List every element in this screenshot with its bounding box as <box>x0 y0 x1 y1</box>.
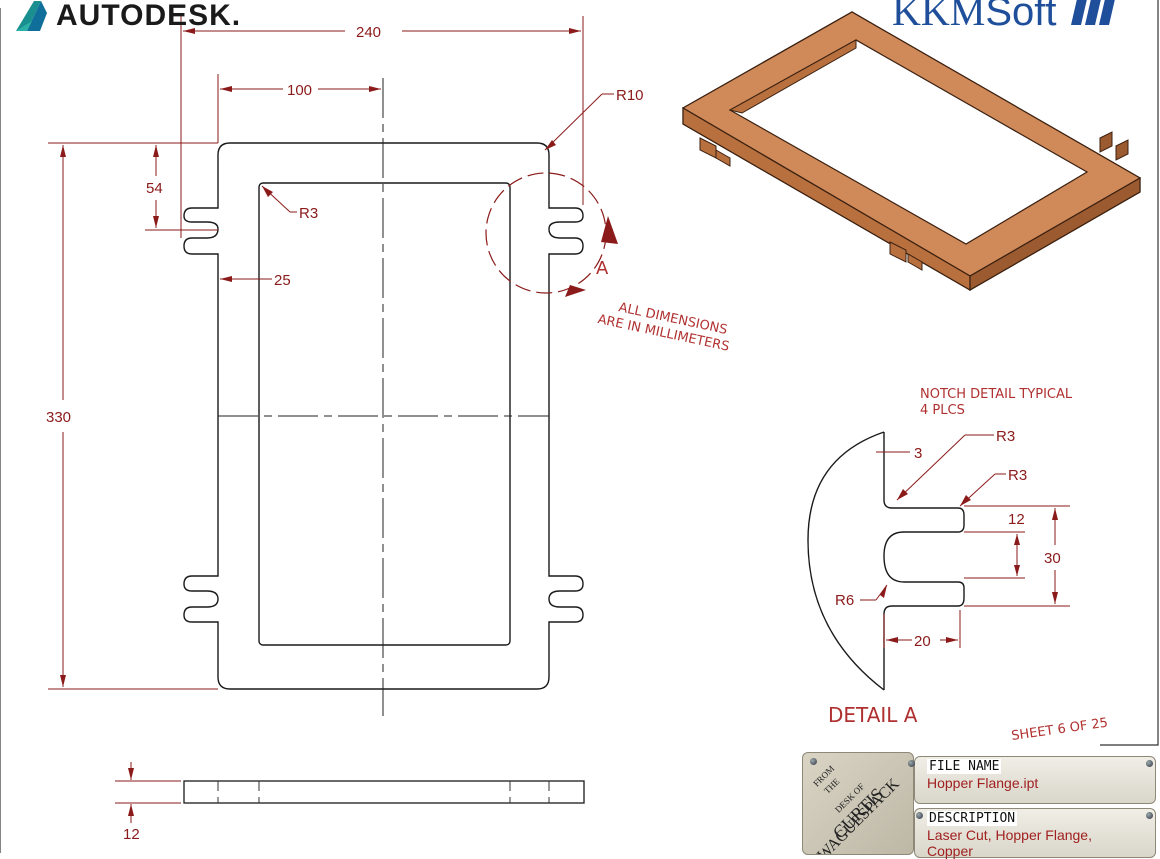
flange-plan-view <box>183 142 584 690</box>
dim-notch-offset: 54 <box>146 180 163 197</box>
rivet-icon <box>908 760 915 767</box>
detail-dim-r3-bottom: R3 <box>1008 467 1027 484</box>
detail-dim-3: 3 <box>914 445 922 462</box>
detail-dim-12: 12 <box>1008 511 1025 528</box>
autodesk-wordmark: AUTODESK. <box>56 0 242 32</box>
rivet-icon <box>1146 812 1153 819</box>
kkmsoft-wordmark-left: KKM <box>892 0 986 34</box>
detail-a-arrowheads <box>880 489 1058 643</box>
detail-dim-30: 30 <box>1044 550 1061 567</box>
rivet-icon <box>916 812 923 819</box>
dim-outer-radius: R10 <box>616 87 644 104</box>
autodesk-triangle-icon <box>16 1 47 31</box>
detail-a-label: A <box>596 258 609 279</box>
dimension-lines <box>48 16 614 823</box>
file-name-field: FILE NAME Hopper Flange.ipt <box>914 756 1156 804</box>
rivet-icon <box>1146 760 1153 767</box>
kkmsoft-logo: KKMSoft <box>892 0 1119 35</box>
kkmsoft-wordmark-right: Soft <box>985 0 1057 34</box>
detail-a-callout-circle <box>485 172 607 294</box>
detail-dim-r3-top: R3 <box>996 428 1015 445</box>
center-lines <box>218 78 549 716</box>
detail-a-arrows <box>565 216 618 297</box>
dim-wall: 25 <box>274 272 291 289</box>
detail-dim-20: 20 <box>914 633 931 650</box>
kkmsoft-chevrons-icon <box>1070 0 1115 25</box>
isometric-flange-render <box>681 11 1142 292</box>
file-name-value: Hopper Flange.ipt <box>927 775 1039 791</box>
dim-inner-radius: R3 <box>299 205 318 222</box>
designer-stamp: FROM THE DESK OF CURTIS WAGUESPACK <box>802 752 914 855</box>
flange-edge-view <box>183 780 585 804</box>
description-value: Laser Cut, Hopper Flange, <box>927 827 1092 843</box>
detail-a-texts: 3 R3 R3 12 30 R6 20 <box>835 428 1061 650</box>
title-block: FROM THE DESK OF CURTIS WAGUESPACK FILE … <box>798 750 1160 859</box>
dim-height: 330 <box>46 409 71 426</box>
autodesk-logo: AUTODESK. <box>14 0 241 36</box>
dim-overall-width: 240 <box>356 24 381 41</box>
detail-a-title: DETAIL A <box>828 703 918 727</box>
description-label: DESCRIPTION <box>927 811 1018 826</box>
dim-inner-offset: 100 <box>287 82 312 99</box>
detail-dim-r6: R6 <box>835 592 854 609</box>
dimension-arrowheads <box>60 28 581 816</box>
dim-thickness: 12 <box>123 826 140 843</box>
description-value-line2: Copper <box>927 843 973 859</box>
detail-a-dimensions <box>860 434 1070 648</box>
notch-note-line2: 4 PLCS <box>920 403 965 418</box>
rivet-icon <box>810 758 817 765</box>
description-field: DESCRIPTION Laser Cut, Hopper Flange, Co… <box>914 808 1156 859</box>
detail-a-view <box>807 431 965 691</box>
edge-view-hidden-lines <box>217 781 550 803</box>
dimension-texts: 240 100 R10 54 R3 25 330 12 <box>46 24 644 843</box>
notch-note-line1: NOTCH DETAIL TYPICAL <box>920 387 1073 402</box>
sheet-number: SHEET 6 OF 25 <box>1010 716 1108 744</box>
units-note: ALL DIMENSIONS ARE IN MILLIMETERS <box>596 300 730 354</box>
file-name-label: FILE NAME <box>927 759 1002 774</box>
